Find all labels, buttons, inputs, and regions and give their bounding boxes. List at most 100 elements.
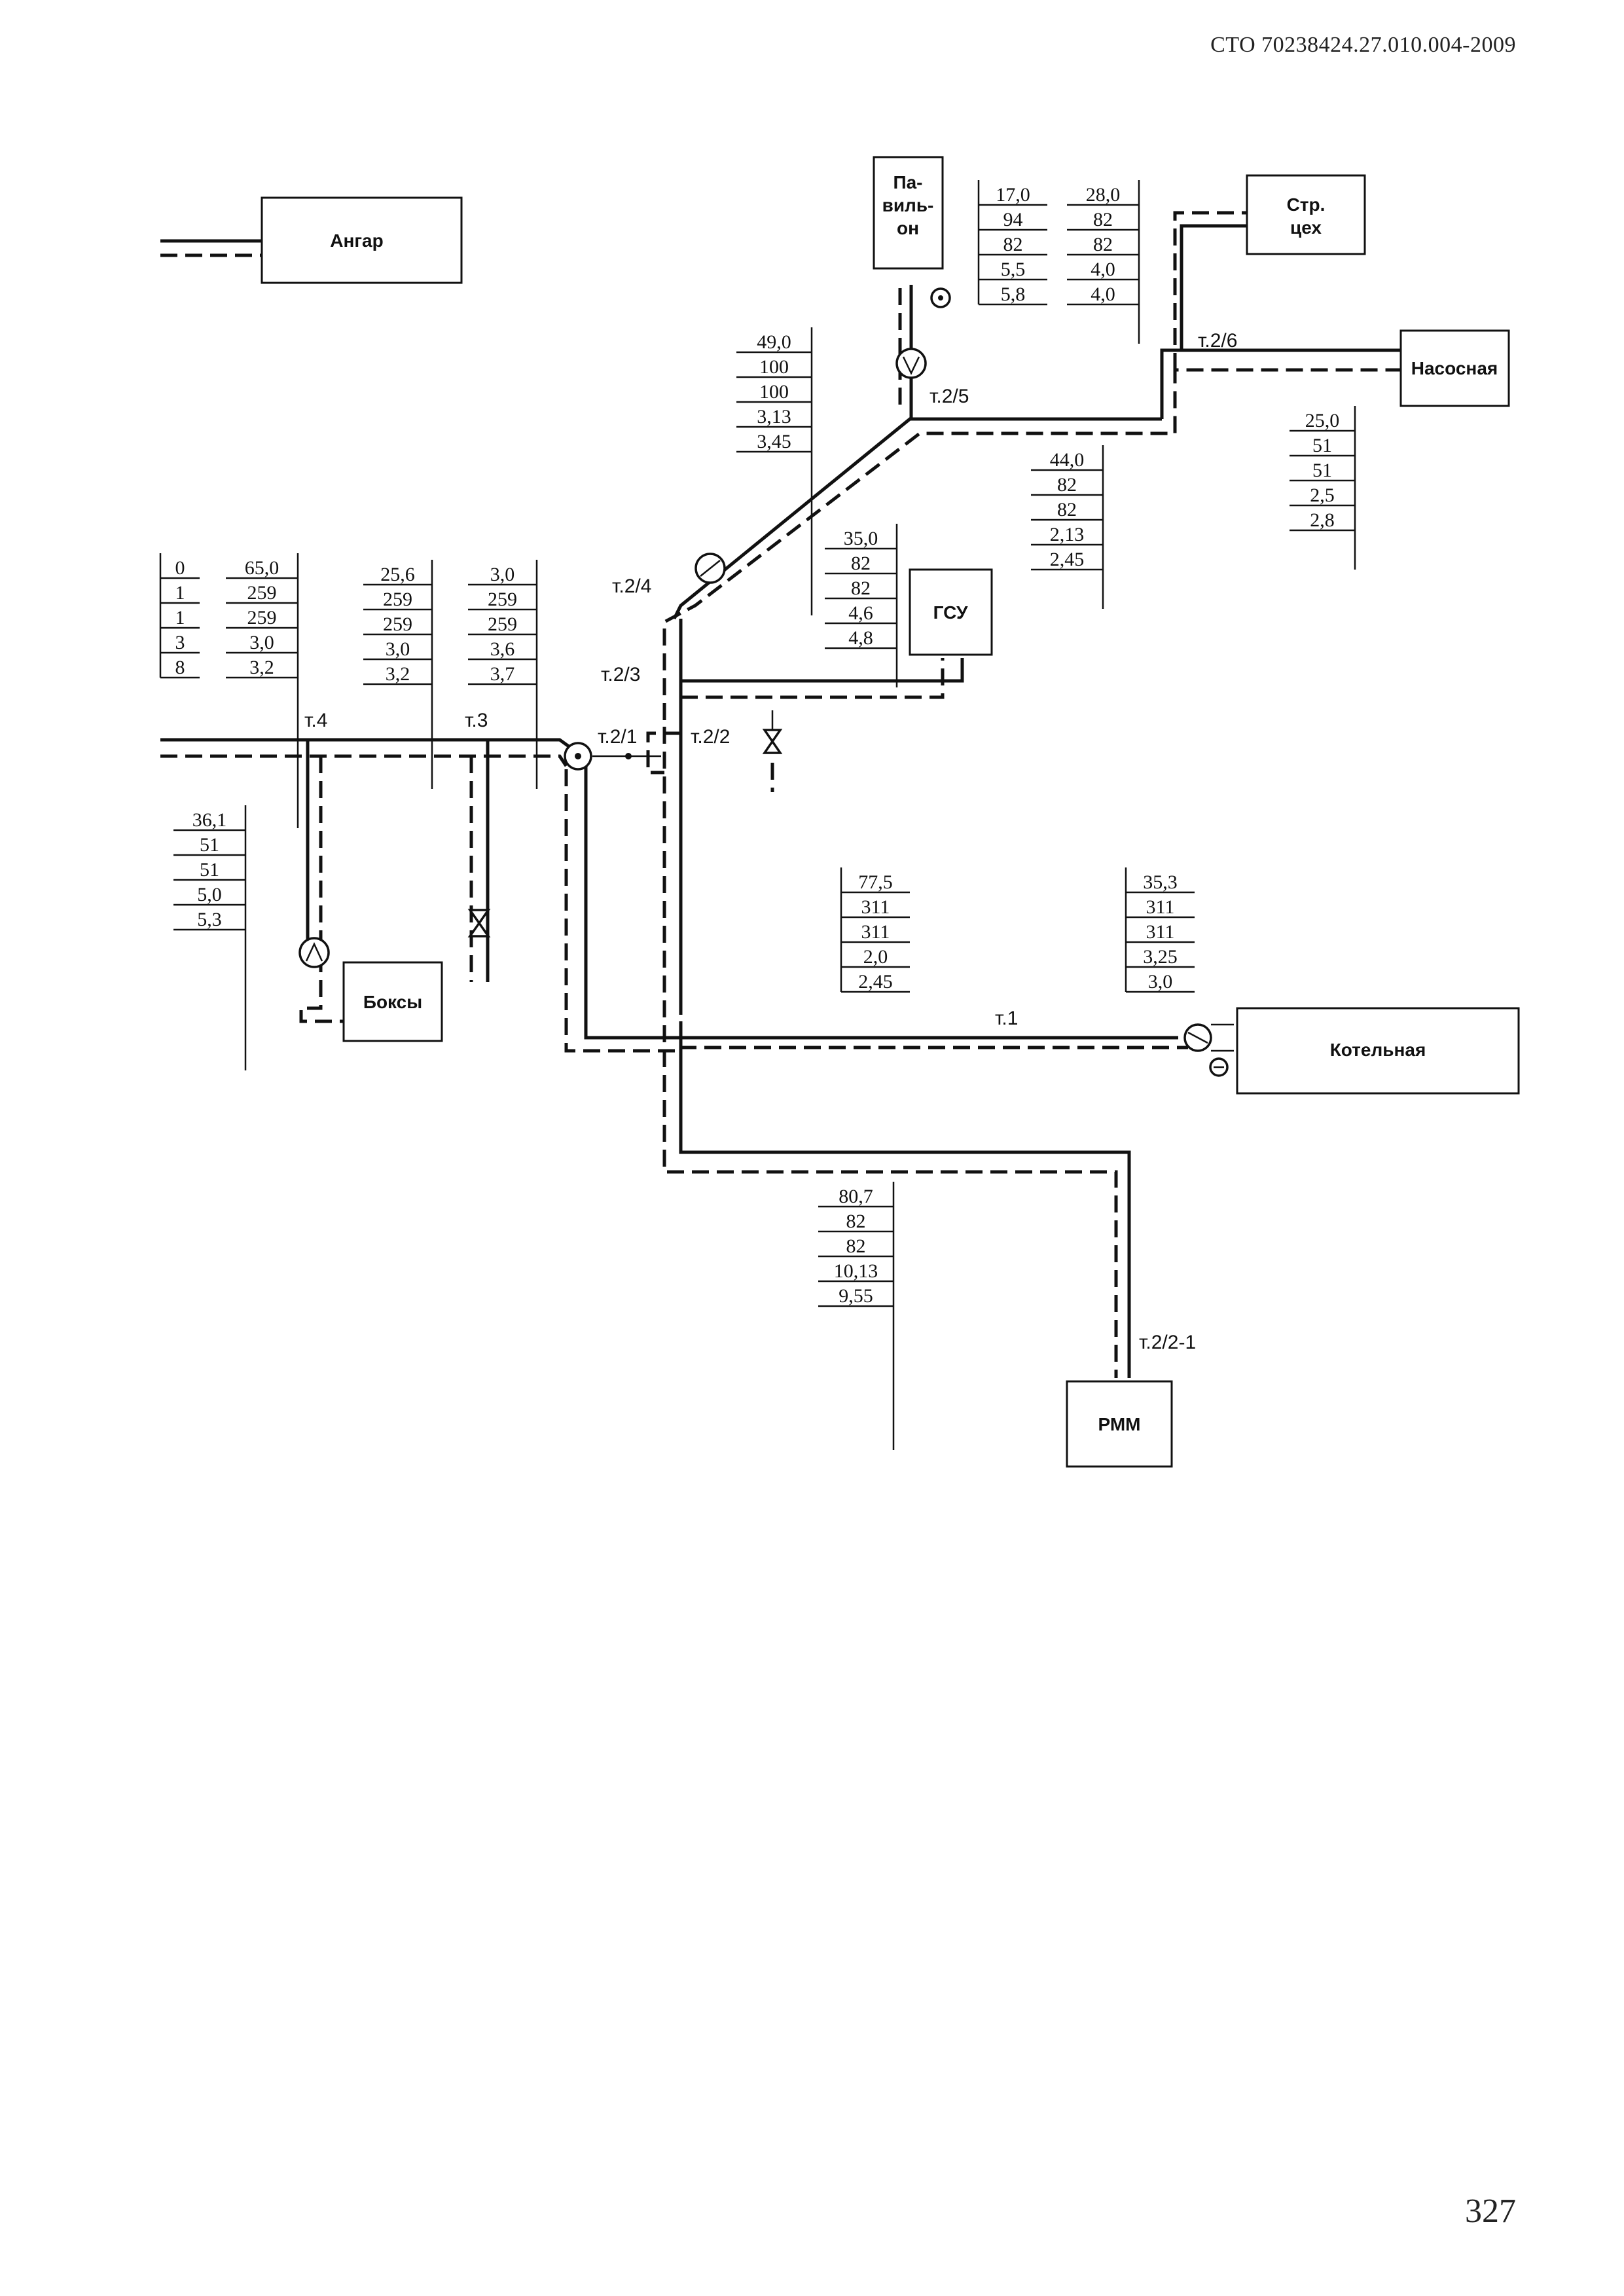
parameter-value: 36,1 xyxy=(192,809,227,831)
page-number: 327 xyxy=(1465,2193,1516,2230)
parameter-table: 0 1 1 3 8 xyxy=(159,553,200,679)
parameter-value: 4,0 xyxy=(1091,259,1115,280)
building-nasosnaya: Насосная xyxy=(1399,329,1510,407)
parameter-value: 311 xyxy=(861,921,890,943)
parameter-value: 100 xyxy=(759,356,789,378)
parameter-tables: 49,01001003,133,4517,094825,55,828,08282… xyxy=(159,180,1356,1450)
parameter-value: 3 xyxy=(175,632,185,653)
parameter-value: 259 xyxy=(488,589,517,610)
parameter-value: 3,25 xyxy=(1143,946,1178,968)
svg-text:Котельная: Котельная xyxy=(1330,1040,1426,1060)
parameter-value: 5,5 xyxy=(1001,259,1026,280)
parameter-value: 311 xyxy=(1146,921,1175,943)
parameter-value: 2,0 xyxy=(863,946,888,968)
parameter-value: 4,8 xyxy=(848,627,873,649)
parameter-value: 3,7 xyxy=(490,663,515,685)
supply-pipes xyxy=(160,224,1401,1378)
parameter-value: 82 xyxy=(1003,234,1023,255)
parameter-value: 8 xyxy=(175,657,185,678)
parameter-value: 1 xyxy=(175,607,185,629)
parameter-value: 1 xyxy=(175,582,185,604)
parameter-value: 82 xyxy=(1093,209,1113,230)
svg-text:Стр.: Стр. xyxy=(1287,194,1326,215)
parameter-value: 5,8 xyxy=(1001,283,1026,305)
svg-text:Боксы: Боксы xyxy=(363,992,422,1012)
parameter-value: 3,0 xyxy=(1148,971,1173,993)
node-t2-5: т.2/5 xyxy=(929,386,969,407)
parameter-value: 3,0 xyxy=(386,638,410,660)
valve-symbols xyxy=(467,710,783,938)
building-gsu: ГСУ xyxy=(909,568,993,656)
meter-icon-t2-1 xyxy=(564,742,592,771)
node-t2-2: т.2/2 xyxy=(691,726,730,748)
parameter-value: 28,0 xyxy=(1086,184,1121,206)
parameter-value: 4,0 xyxy=(1091,283,1115,305)
building-angar: Ангар xyxy=(261,196,463,284)
parameter-value: 3,45 xyxy=(757,431,791,452)
parameter-value: 94 xyxy=(1003,209,1023,230)
parameter-value: 82 xyxy=(1057,474,1077,496)
svg-text:ГСУ: ГСУ xyxy=(933,602,968,623)
parameter-value: 35,0 xyxy=(844,528,878,549)
parameter-value: 259 xyxy=(247,607,277,629)
node-t2-6: т.2/6 xyxy=(1198,330,1237,352)
svg-text:цех: цех xyxy=(1290,217,1322,238)
parameter-value: 9,55 xyxy=(839,1285,873,1307)
parameter-value: 51 xyxy=(200,834,219,856)
meter-icon-pavilion xyxy=(930,287,951,308)
node-t1: т.1 xyxy=(995,1008,1018,1029)
return-pipes xyxy=(160,211,1401,1378)
valve-icon-t2-2 xyxy=(762,710,783,754)
node-t3: т.3 xyxy=(465,710,488,731)
parameter-table: 17,0 94 82 5,5 5,8 xyxy=(977,180,1047,306)
parameter-value: 3,2 xyxy=(386,663,410,685)
node-t2-4: т.2/4 xyxy=(612,575,651,597)
parameter-value: 2,8 xyxy=(1310,509,1335,531)
pump-icon-kotelnaya xyxy=(1183,1023,1212,1052)
pump-icon-pavilion xyxy=(895,348,927,379)
parameter-value: 77,5 xyxy=(858,871,893,893)
node-labels: т.1 т.2/1 т.2/2 т.2/3 т.2/4 т.2/5 т.2/6 … xyxy=(304,330,1237,1353)
parameter-value: 82 xyxy=(851,553,871,574)
parameter-value: 82 xyxy=(846,1235,866,1257)
parameter-value: 311 xyxy=(1146,896,1175,918)
parameter-value: 259 xyxy=(247,582,277,604)
building-rmm: РММ xyxy=(1066,1380,1173,1468)
pump-icon-t2-4 xyxy=(695,553,726,584)
svg-text:он: он xyxy=(897,218,919,238)
parameter-value: 100 xyxy=(759,381,789,403)
svg-text:Насосная: Насосная xyxy=(1411,358,1498,378)
parameter-value: 2,45 xyxy=(1050,549,1085,570)
parameter-value: 51 xyxy=(1312,435,1332,456)
parameter-value: 35,3 xyxy=(1143,871,1178,893)
svg-text:РММ: РММ xyxy=(1098,1414,1141,1434)
parameter-value: 3,0 xyxy=(490,564,515,585)
standard-code: СТО 70238424.27.010.004-2009 xyxy=(1210,33,1516,57)
parameter-value: 0 xyxy=(175,557,185,579)
parameter-value: 25,0 xyxy=(1305,410,1340,431)
parameter-value: 44,0 xyxy=(1050,449,1085,471)
parameter-value: 3,0 xyxy=(249,632,274,653)
node-t2-2-1: т.2/2-1 xyxy=(1139,1332,1196,1353)
building-kotelnaya: Котельная xyxy=(1236,1007,1520,1095)
pump-symbols xyxy=(298,287,1234,1077)
valve-icon-t3 xyxy=(467,909,491,938)
pump-icon-boksy xyxy=(298,937,330,968)
parameter-value: 2,45 xyxy=(858,971,893,993)
flow-arrow-t2-1 xyxy=(592,753,661,759)
parameter-value: 259 xyxy=(383,613,412,635)
parameter-value: 82 xyxy=(846,1211,866,1232)
parameter-value: 5,3 xyxy=(197,909,222,930)
building-pavilion: Па- виль- он xyxy=(873,156,944,270)
parameter-value: 51 xyxy=(1312,460,1332,481)
parameter-value: 17,0 xyxy=(996,184,1030,206)
meter-icon-kotelnaya xyxy=(1209,1023,1234,1077)
